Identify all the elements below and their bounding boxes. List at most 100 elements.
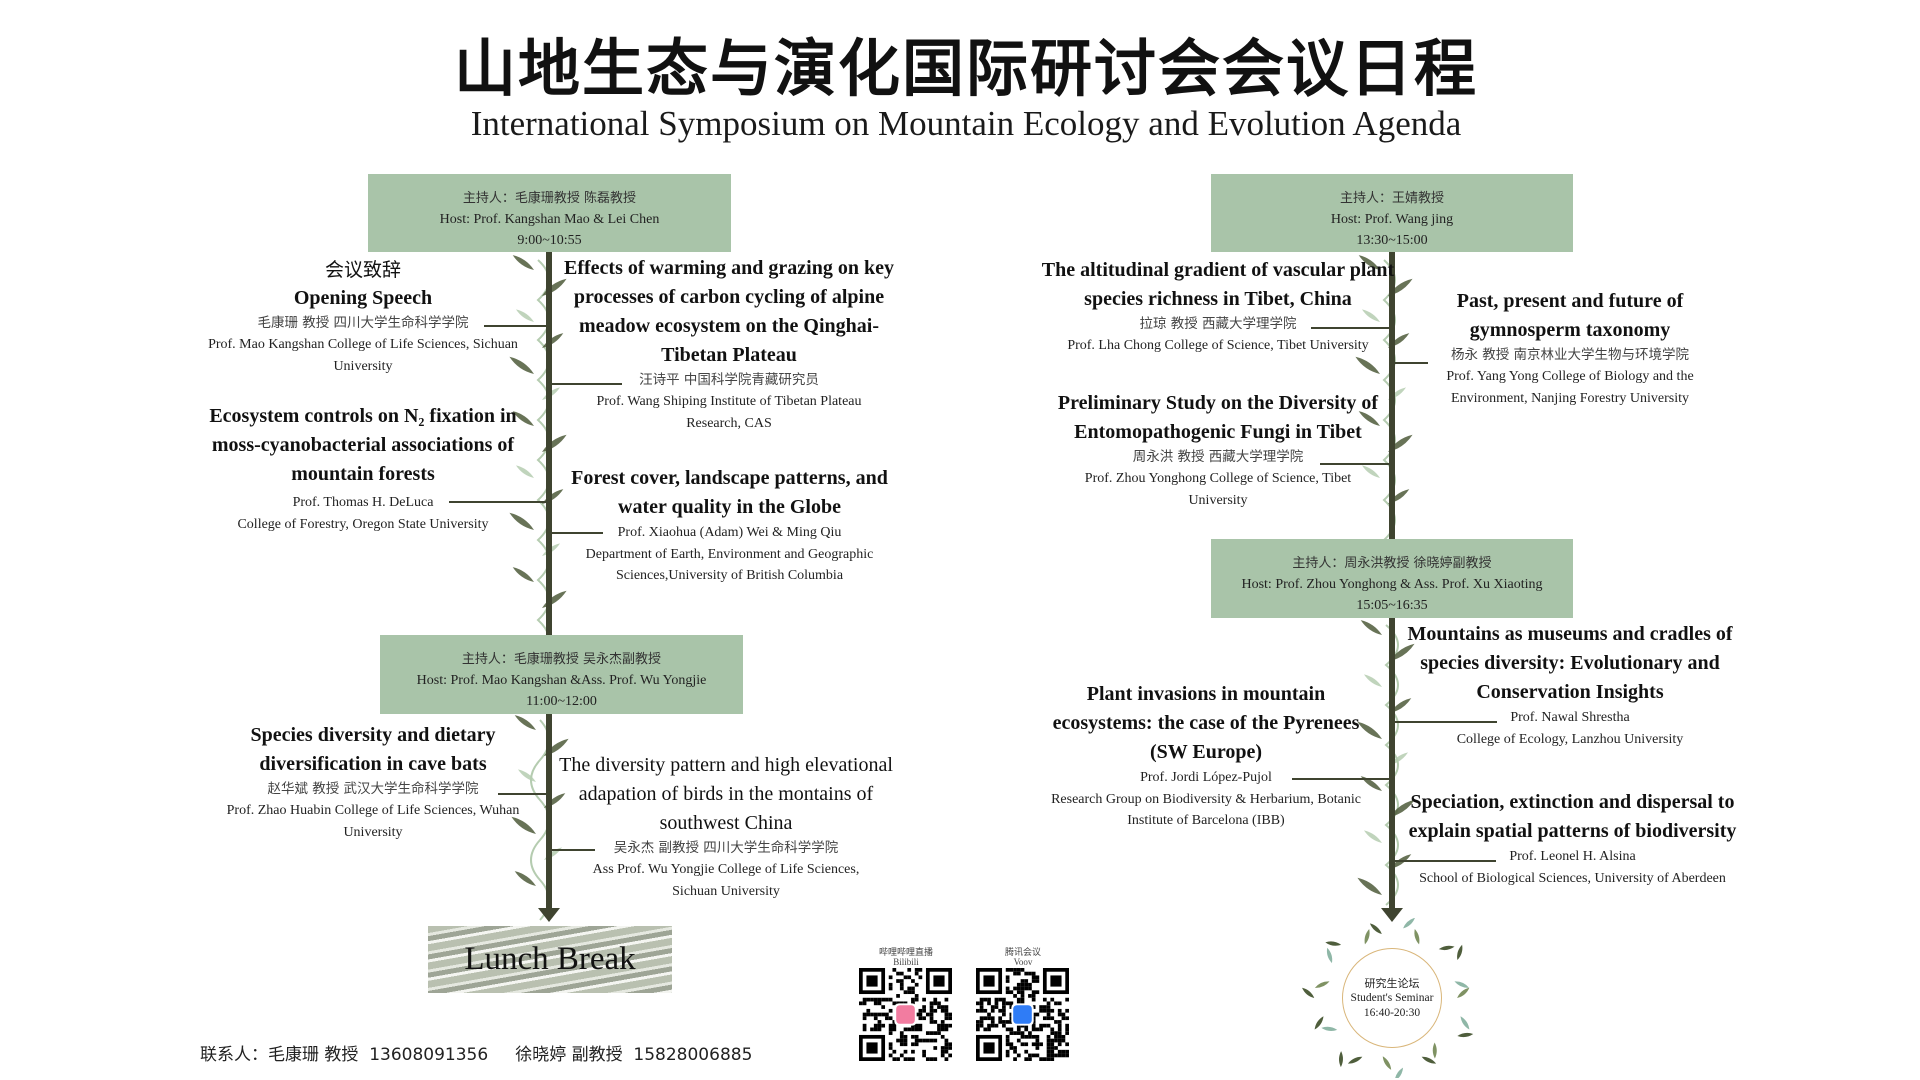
connector-line bbox=[1320, 463, 1391, 465]
talk-title: Forest cover, landscape patterns, and wa… bbox=[571, 467, 888, 518]
speaker-affiliation: Department of Earth, Environment and Geo… bbox=[585, 546, 874, 584]
leaf-icon bbox=[512, 567, 534, 582]
leaf-icon bbox=[514, 715, 536, 730]
timeline-stem-morning bbox=[546, 252, 552, 912]
session-time: 13:30~15:00 bbox=[1356, 233, 1428, 248]
bilibili-qr-code[interactable] bbox=[859, 968, 952, 1061]
leaf-icon bbox=[1360, 620, 1382, 635]
leaf-icon bbox=[1338, 1051, 1343, 1068]
session-host-box: 主持人：毛康珊教授 吴永杰副教授 Host: Prof. Mao Kangsha… bbox=[380, 635, 743, 714]
talk-speciation-extinction: Speciation, extinction and dispersal to … bbox=[1395, 788, 1750, 889]
leaf-icon bbox=[1358, 411, 1380, 426]
connector-line bbox=[1392, 860, 1496, 862]
leaf-icon bbox=[1314, 981, 1330, 988]
page-title-cn: 山地生态与演化国际研讨会会议日程 bbox=[453, 32, 1478, 105]
qr-label-en: Voov bbox=[1013, 957, 1033, 967]
leaf-icon bbox=[1357, 721, 1382, 739]
leaf-icon bbox=[1321, 1026, 1338, 1031]
leaf-icon bbox=[1358, 255, 1380, 270]
leaf-icon bbox=[511, 816, 536, 834]
talk-n2-fixation: Ecosystem controls on N₂ fixation in mos… bbox=[193, 402, 533, 535]
talk-plant-invasions: Plant invasions in mountain ecosystems: … bbox=[1030, 680, 1382, 832]
qr-label-cn: 哔哩哔哩直播 bbox=[878, 948, 933, 958]
leaf-icon bbox=[1457, 944, 1463, 960]
seminar-cn: 研究生论坛 bbox=[1364, 976, 1420, 990]
speaker-en: Prof. Yang Yong College of Biology and t… bbox=[1446, 369, 1694, 406]
lunch-break-label: Lunch Break bbox=[464, 941, 636, 977]
page-title-en: International Symposium on Mountain Ecol… bbox=[470, 104, 1462, 143]
speaker-cn: 周永洪 教授 西藏大学理学院 bbox=[1132, 449, 1304, 465]
talk-heading-cn: 会议致辞 bbox=[324, 259, 401, 281]
leaf-icon bbox=[1390, 698, 1412, 713]
leaf-icon bbox=[1363, 674, 1382, 687]
speaker-en: Prof. Leonel H. Alsina bbox=[1509, 849, 1636, 864]
session-host-box: 主持人：王婧教授 Host: Prof. Wang jing 13:30~15:… bbox=[1211, 174, 1573, 252]
speaker-en: Prof. Lha Chong College of Science, Tibe… bbox=[1067, 338, 1369, 353]
talk-title: Speciation, extinction and dispersal to … bbox=[1408, 791, 1737, 842]
student-seminar-badge: 研究生论坛 Student's Seminar 16:40-20:30 bbox=[1342, 948, 1442, 1048]
voov-qr-code[interactable] bbox=[976, 968, 1069, 1061]
speaker-cn: 毛康珊 教授 四川大学生命科学学院 bbox=[257, 315, 469, 331]
host-cn: 主持人：毛康珊教授 吴永杰副教授 bbox=[461, 652, 662, 667]
leaf-icon bbox=[1369, 923, 1382, 935]
speaker-affiliation: Research Group on Biodiversity & Herbari… bbox=[1051, 791, 1361, 829]
leaf-icon bbox=[1361, 465, 1380, 478]
talk-title: The diversity pattern and high elevation… bbox=[559, 754, 893, 834]
talk-title: Opening Speech bbox=[293, 287, 433, 309]
talk-title: Preliminary Study on the Diversity of En… bbox=[1057, 392, 1379, 443]
leaf-icon bbox=[1302, 987, 1315, 998]
connector-line bbox=[498, 793, 548, 795]
seminar-time: 16:40-20:30 bbox=[1363, 1006, 1421, 1019]
leaf-icon bbox=[1457, 987, 1470, 998]
host-en: Host: Prof. Mao Kangshan &Ass. Prof. Wu … bbox=[416, 673, 707, 688]
leaf-icon bbox=[1357, 877, 1382, 895]
speaker-en: Prof. Thomas H. DeLuca bbox=[292, 495, 434, 510]
speaker-en: Prof. Jordi López-Pujol bbox=[1140, 770, 1272, 785]
leaf-icon bbox=[1361, 309, 1380, 322]
app-logo-icon bbox=[896, 1005, 915, 1024]
talk-cave-bats: Species diversity and dietary diversific… bbox=[198, 721, 548, 843]
talk-warming-grazing: Effects of warming and grazing on key pr… bbox=[548, 254, 910, 434]
speaker-cn: 赵华斌 教授 武汉大学生命科学学院 bbox=[267, 781, 479, 797]
vine-icon bbox=[1382, 259, 1396, 541]
contact-info: 联系人：毛康珊 教授 13608091356 徐晓婷 副教授 158280068… bbox=[200, 1045, 753, 1065]
leaf-icon bbox=[509, 356, 534, 374]
seminar-en: Student's Seminar bbox=[1350, 991, 1434, 1004]
leaf-icon bbox=[509, 512, 534, 530]
speaker-en: Ass Prof. Wu Yongjie College of Life Sci… bbox=[592, 862, 860, 899]
host-en: Host: Prof. Wang jing bbox=[1330, 212, 1454, 227]
host-cn: 主持人：周永洪教授 徐晓婷副教授 bbox=[1292, 556, 1492, 571]
speaker-cn: 汪诗平 中国科学院青藏研究员 bbox=[639, 372, 819, 388]
host-en: Host: Prof. Zhou Yonghong & Ass. Prof. X… bbox=[1241, 577, 1543, 592]
speaker-en: Prof. Mao Kangshan College of Life Scien… bbox=[208, 337, 518, 374]
speaker-cn: 杨永 教授 南京林业大学生物与环境学院 bbox=[1450, 347, 1690, 363]
connector-line bbox=[1392, 721, 1497, 723]
speaker-affiliation: School of Biological Sciences, Universit… bbox=[1419, 870, 1726, 886]
host-en: Host: Prof. Kangshan Mao & Lei Chen bbox=[439, 212, 660, 227]
speaker-en: Prof. Zhao Huabin College of Life Scienc… bbox=[226, 803, 520, 840]
connector-line bbox=[549, 849, 595, 851]
session-host-box: 主持人：毛康珊教授 陈磊教授 Host: Prof. Kangshan Mao … bbox=[368, 174, 731, 252]
leaf-icon bbox=[1414, 929, 1420, 945]
leaf-icon bbox=[1326, 947, 1333, 964]
speaker-affiliation: College of Forestry, Oregon State Univer… bbox=[237, 516, 489, 532]
speaker-cn: 拉琼 教授 西藏大学理学院 bbox=[1139, 316, 1297, 332]
session-time: 9:00~10:55 bbox=[517, 233, 582, 248]
speaker-cn: 吴永杰 副教授 四川大学生命科学学院 bbox=[613, 840, 839, 856]
talk-birds: The diversity pattern and high elevation… bbox=[550, 751, 902, 902]
qr-label-cn: 腾讯会议 bbox=[1004, 948, 1041, 958]
talk-title: Mountains as museums and cradles of spec… bbox=[1407, 623, 1733, 703]
talk-title: Plant invasions in mountain ecosystems: … bbox=[1052, 683, 1360, 763]
leaf-icon bbox=[1382, 1056, 1392, 1070]
leaf-icon bbox=[1390, 643, 1415, 661]
leaf-icon bbox=[542, 590, 567, 608]
connector-line bbox=[449, 501, 548, 503]
speaker-affiliation: College of Ecology, Lanzhou University bbox=[1456, 731, 1684, 747]
speaker-en: Prof. Wang Shiping Institute of Tibetan … bbox=[596, 394, 862, 431]
leaf-icon bbox=[1460, 1016, 1470, 1030]
leaf-icon bbox=[1438, 945, 1455, 951]
talk-title: Species diversity and dietary diversific… bbox=[250, 724, 496, 775]
session-time: 11:00~12:00 bbox=[526, 694, 597, 709]
arrow-down-icon bbox=[538, 908, 560, 922]
